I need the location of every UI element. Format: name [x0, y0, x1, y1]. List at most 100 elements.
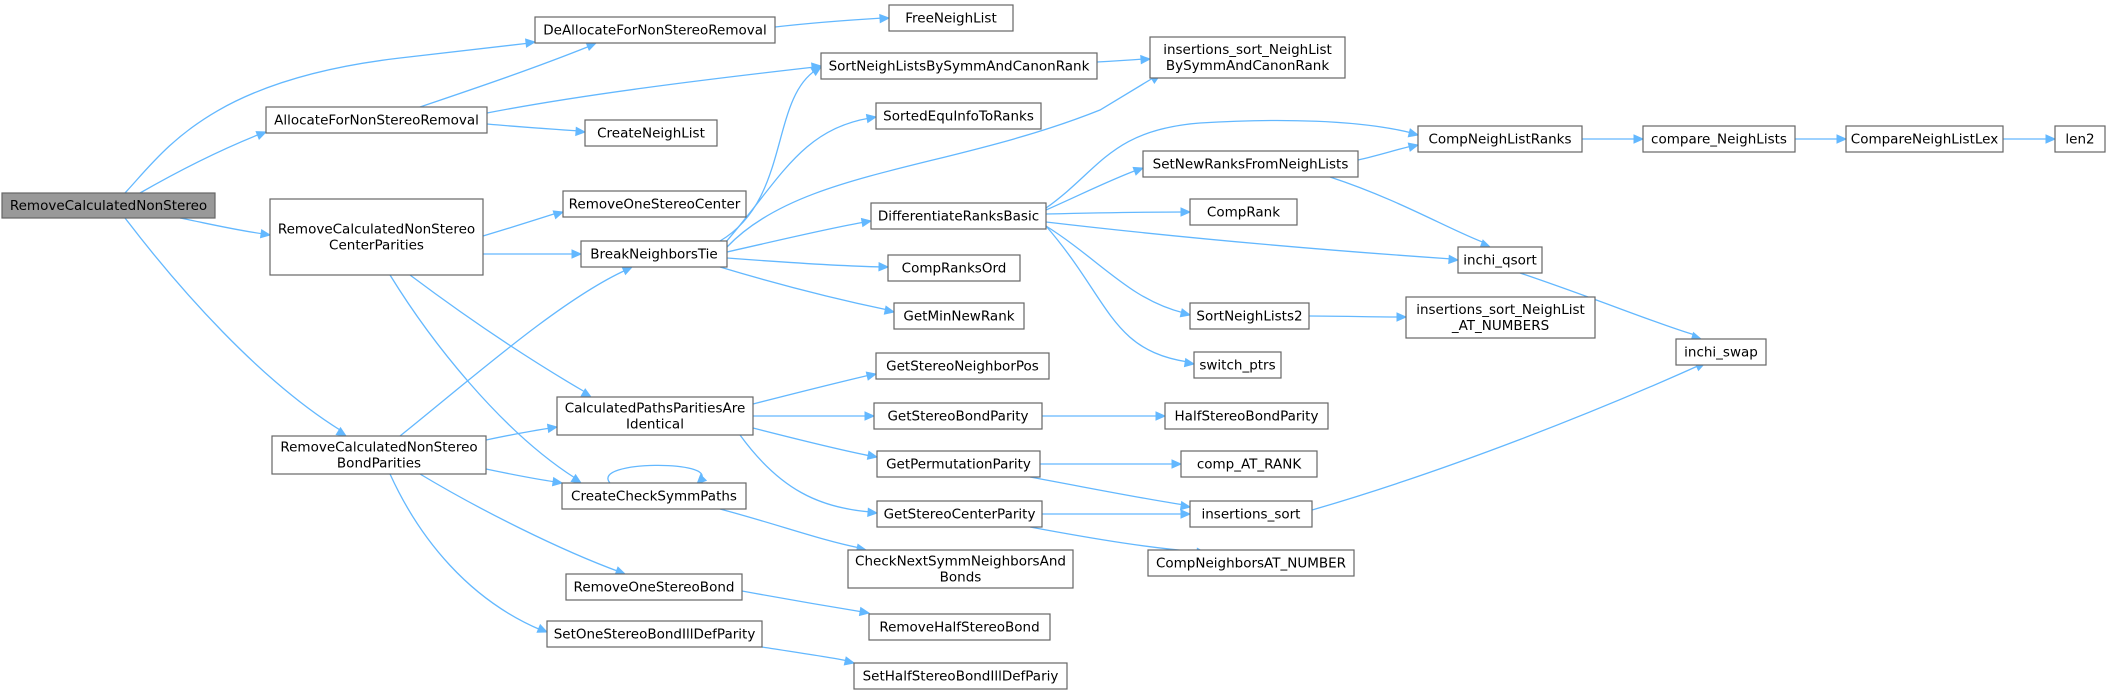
node-alloc[interactable]: AllocateForNonStereoRemoval	[265, 106, 488, 134]
node-createneigh[interactable]: CreateNeighList	[584, 119, 718, 147]
node-label: len2	[2065, 132, 2094, 148]
node-box	[1845, 125, 2004, 153]
node-label: CompNeighListRanks	[1428, 132, 1571, 148]
edge-root-to-rcncp	[179, 217, 272, 239]
node-label: CompNeighborsAT_NUMBER	[1156, 556, 1346, 572]
node-sethalf[interactable]: SetHalfStereoBondIllDefPariy	[853, 662, 1068, 690]
node-box	[875, 352, 1050, 380]
node-createsymm[interactable]: CreateCheckSymmPaths	[561, 482, 747, 510]
node-setnewranks[interactable]: SetNewRanksFromNeighLists	[1142, 150, 1359, 178]
node-comprank[interactable]: CompRank	[1189, 198, 1298, 226]
edge-rcnbp-to-calcpaths	[485, 423, 559, 441]
node-box	[853, 662, 1068, 690]
edge-calcpaths-to-getbondpar	[752, 411, 876, 421]
node-breaktie[interactable]: BreakNeighborsTie	[580, 240, 728, 268]
node-label: DeAllocateForNonStereoRemoval	[543, 23, 767, 39]
node-compareneigh[interactable]: compare_NeighLists	[1642, 125, 1796, 153]
edge-alloc-to-sortneighsymm	[486, 62, 823, 114]
node-setonebond[interactable]: SetOneStereoBondIllDefParity	[546, 620, 763, 648]
node-compatrank[interactable]: comp_AT_RANK	[1180, 450, 1318, 478]
edge-diffranks-to-setnewranks	[1045, 166, 1145, 211]
node-label: SortNeighListsBySymmAndCanonRank	[829, 59, 1090, 75]
node-label: CompareNeighListLex	[1851, 132, 1998, 148]
node-label: SetHalfStereoBondIllDefPariy	[863, 669, 1059, 685]
edge-compareneigh-to-comparelex	[1795, 134, 1848, 144]
node-box	[561, 482, 747, 510]
node-box	[820, 52, 1098, 80]
node-box	[1193, 351, 1282, 379]
node-comparelex[interactable]: CompareNeighListLex	[1845, 125, 2004, 153]
node-label: RemoveCalculatedNonStereo	[280, 440, 477, 456]
node-sortneighsymm[interactable]: SortNeighListsBySymmAndCanonRank	[820, 52, 1098, 80]
node-label: GetPermutationParity	[886, 457, 1031, 473]
node-qsort[interactable]: inchi_qsort	[1457, 246, 1543, 274]
edge-getbondpar-to-halfbondpar	[1041, 411, 1167, 421]
node-box	[876, 500, 1043, 528]
node-label: SetOneStereoBondIllDefParity	[554, 627, 756, 643]
edge-calcpaths-to-getneighpos	[752, 371, 878, 405]
node-label: HalfStereoBondParity	[1175, 409, 1319, 425]
node-freeneigh[interactable]: FreeNeighList	[888, 4, 1014, 32]
edge-diffranks-to-sortneigh2	[1045, 225, 1192, 318]
node-box	[1457, 246, 1543, 274]
edge-setonebond-to-sethalf	[761, 646, 856, 666]
node-box	[1417, 125, 1583, 153]
edge-root-to-dealloc	[124, 38, 537, 194]
node-root[interactable]: RemoveCalculatedNonStereo	[1, 192, 216, 219]
node-sortneigh2[interactable]: SortNeighLists2	[1189, 302, 1310, 330]
node-getcenterpar[interactable]: GetStereoCenterParity	[876, 500, 1043, 528]
node-box	[2054, 125, 2106, 153]
node-label: BySymmAndCanonRank	[1166, 58, 1329, 74]
edge-setnewranks-to-compneighranks	[1357, 142, 1420, 161]
node-label: insertions_sort_NeighList	[1163, 42, 1332, 58]
node-swap[interactable]: inchi_swap	[1675, 338, 1767, 366]
node-box	[1180, 450, 1318, 478]
node-getminnew[interactable]: GetMinNewRank	[893, 302, 1025, 330]
edge-sortneigh2-to-inssortnum	[1308, 312, 1408, 322]
node-label: GetStereoNeighborPos	[886, 359, 1039, 375]
node-dealloc[interactable]: DeAllocateForNonStereoRemoval	[534, 16, 776, 44]
node-inssortsymm[interactable]: insertions_sort_NeighListBySymmAndCanonR…	[1149, 36, 1346, 79]
node-diffranks[interactable]: DifferentiateRanksBasic	[870, 202, 1047, 230]
node-removehalf[interactable]: RemoveHalfStereoBond	[868, 613, 1051, 641]
edge-getpermpar-to-inssort	[1029, 476, 1192, 511]
node-label: inchi_qsort	[1463, 253, 1537, 269]
node-label: GetStereoBondParity	[887, 409, 1028, 425]
node-box	[1164, 402, 1329, 430]
node-halfbondpar[interactable]: HalfStereoBondParity	[1164, 402, 1329, 430]
node-label: CompRanksOrd	[902, 261, 1007, 277]
node-label: AllocateForNonStereoRemoval	[274, 113, 479, 129]
node-box	[868, 613, 1051, 641]
edge-setnewranks-to-qsort	[1329, 176, 1492, 249]
node-compneighat[interactable]: CompNeighborsAT_NUMBER	[1147, 549, 1355, 577]
edge-rcnbp-to-removeonebond	[419, 473, 627, 576]
node-inssort[interactable]: insertions_sort	[1189, 500, 1313, 528]
edge-diffranks-to-comprank	[1045, 207, 1192, 217]
node-switchptrs[interactable]: switch_ptrs	[1193, 351, 1282, 379]
node-box	[1189, 500, 1313, 528]
node-label: SortNeighLists2	[1196, 309, 1302, 325]
node-box	[556, 396, 754, 436]
node-removeonecenter[interactable]: RemoveOneStereoCenter	[562, 190, 747, 218]
node-label: CreateNeighList	[597, 126, 705, 142]
node-box	[1147, 549, 1355, 577]
node-removeonebond[interactable]: RemoveOneStereoBond	[565, 573, 743, 601]
node-label: FreeNeighList	[905, 11, 997, 27]
node-compranksord[interactable]: CompRanksOrd	[887, 254, 1021, 282]
node-getpermpar[interactable]: GetPermutationParity	[876, 450, 1041, 478]
node-getneighpos[interactable]: GetStereoNeighborPos	[875, 352, 1050, 380]
node-box	[265, 106, 488, 134]
node-getbondpar[interactable]: GetStereoBondParity	[873, 402, 1043, 430]
node-inssortnum[interactable]: insertions_sort_NeighList_AT_NUMBERS	[1405, 296, 1596, 339]
node-len2[interactable]: len2	[2054, 125, 2106, 153]
node-label: RemoveCalculatedNonStereo	[278, 222, 475, 238]
edge-sortneighsymm-to-inssortsymm	[1096, 54, 1152, 65]
node-compneighranks[interactable]: CompNeighListRanks	[1417, 125, 1583, 153]
node-box	[875, 102, 1042, 130]
node-sortedequ[interactable]: SortedEquInfoToRanks	[875, 102, 1042, 130]
